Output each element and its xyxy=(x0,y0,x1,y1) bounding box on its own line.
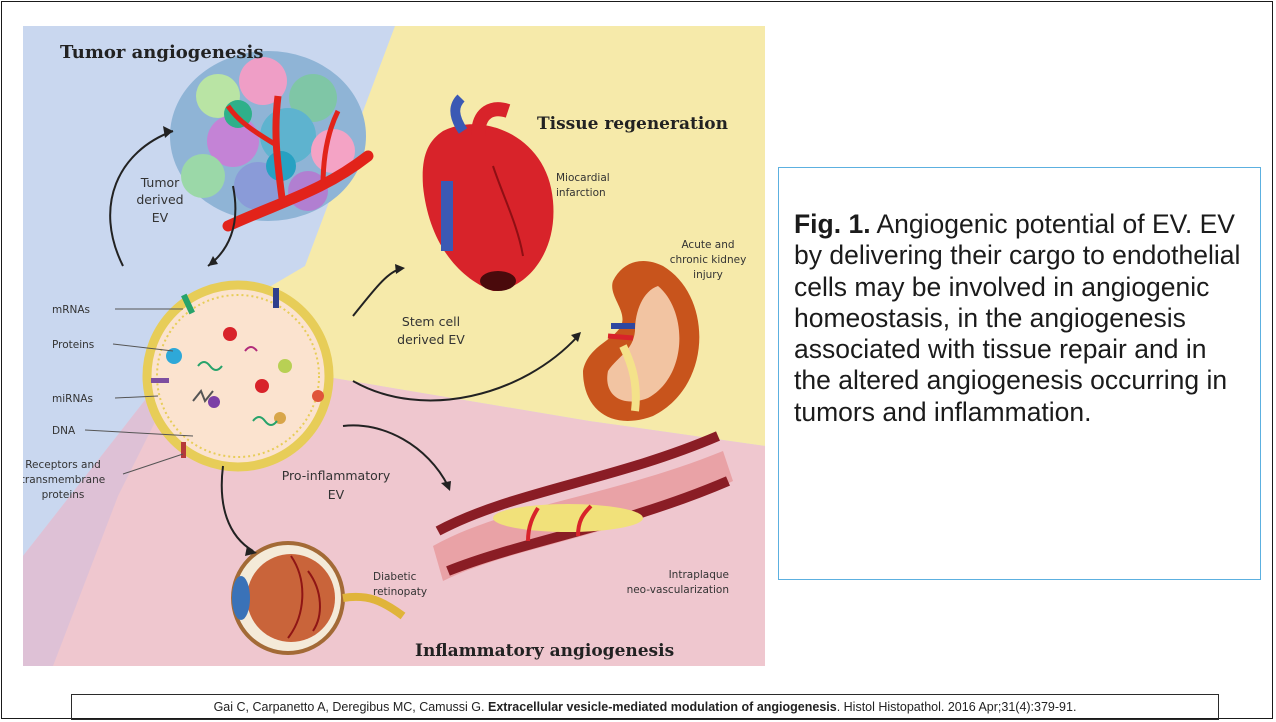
intraplaque-label-1: Intraplaque xyxy=(669,569,729,581)
proteins-label: Proteins xyxy=(52,339,94,351)
retinopathy-label-2: retinopaty xyxy=(373,586,427,598)
kidney-label-3: injury xyxy=(693,269,723,281)
caption-box: Fig. 1. Angiogenic potential of EV. EV b… xyxy=(778,167,1261,580)
tumor-derived-ev-label-3: EV xyxy=(152,210,169,225)
receptors-label-1: Receptors and xyxy=(25,459,101,471)
stem-cell-ev-label-1: Stem cell xyxy=(402,314,460,329)
myocardial-label-2: infarction xyxy=(556,187,606,199)
caption-text: Fig. 1. Angiogenic potential of EV. EV b… xyxy=(794,209,1246,428)
citation-source: . Histol Histopathol. 2016 Apr;31(4):379… xyxy=(837,700,1077,714)
pro-inflammatory-ev-label-2: EV xyxy=(328,487,345,502)
extracellular-vesicle xyxy=(147,285,329,467)
intraplaque-label-2: neo-vascularization xyxy=(627,584,729,596)
receptors-label-3: proteins xyxy=(42,489,85,501)
tumor-derived-ev-label-1: Tumor xyxy=(140,175,180,190)
stem-cell-ev-label-2: derived EV xyxy=(397,332,465,347)
mrnas-label: mRNAs xyxy=(52,304,90,316)
kidney-label-1: Acute and xyxy=(681,239,734,251)
tissue-regeneration-heading: Tissue regeneration xyxy=(537,114,728,134)
tumor-derived-ev-label-2: derived xyxy=(136,192,183,207)
mirnas-label: miRNAs xyxy=(52,393,93,405)
citation-box: Gai C, Carpanetto A, Deregibus MC, Camus… xyxy=(71,694,1219,720)
caption-body: Angiogenic potential of EV. EV by delive… xyxy=(794,209,1240,427)
citation-title: Extracellular vesicle-mediated modulatio… xyxy=(488,700,837,714)
myocardial-label-1: Miocardial xyxy=(556,172,610,184)
caption-label: Fig. 1. xyxy=(794,209,871,239)
dna-label: DNA xyxy=(52,425,76,437)
retinopathy-label-1: Diabetic xyxy=(373,571,417,583)
angiogenesis-figure: Tumor angiogenesis Tissue regeneration I… xyxy=(23,26,765,666)
receptors-label-2: transmembrane xyxy=(23,474,105,486)
kidney-label-2: chronic kidney xyxy=(670,254,747,266)
citation-authors: Gai C, Carpanetto A, Deregibus MC, Camus… xyxy=(214,700,485,714)
tumor-angiogenesis-heading: Tumor angiogenesis xyxy=(60,42,264,63)
pro-inflammatory-ev-label-1: Pro-inflammatory xyxy=(282,468,391,483)
inflammatory-angiogenesis-heading: Inflammatory angiogenesis xyxy=(415,641,674,661)
